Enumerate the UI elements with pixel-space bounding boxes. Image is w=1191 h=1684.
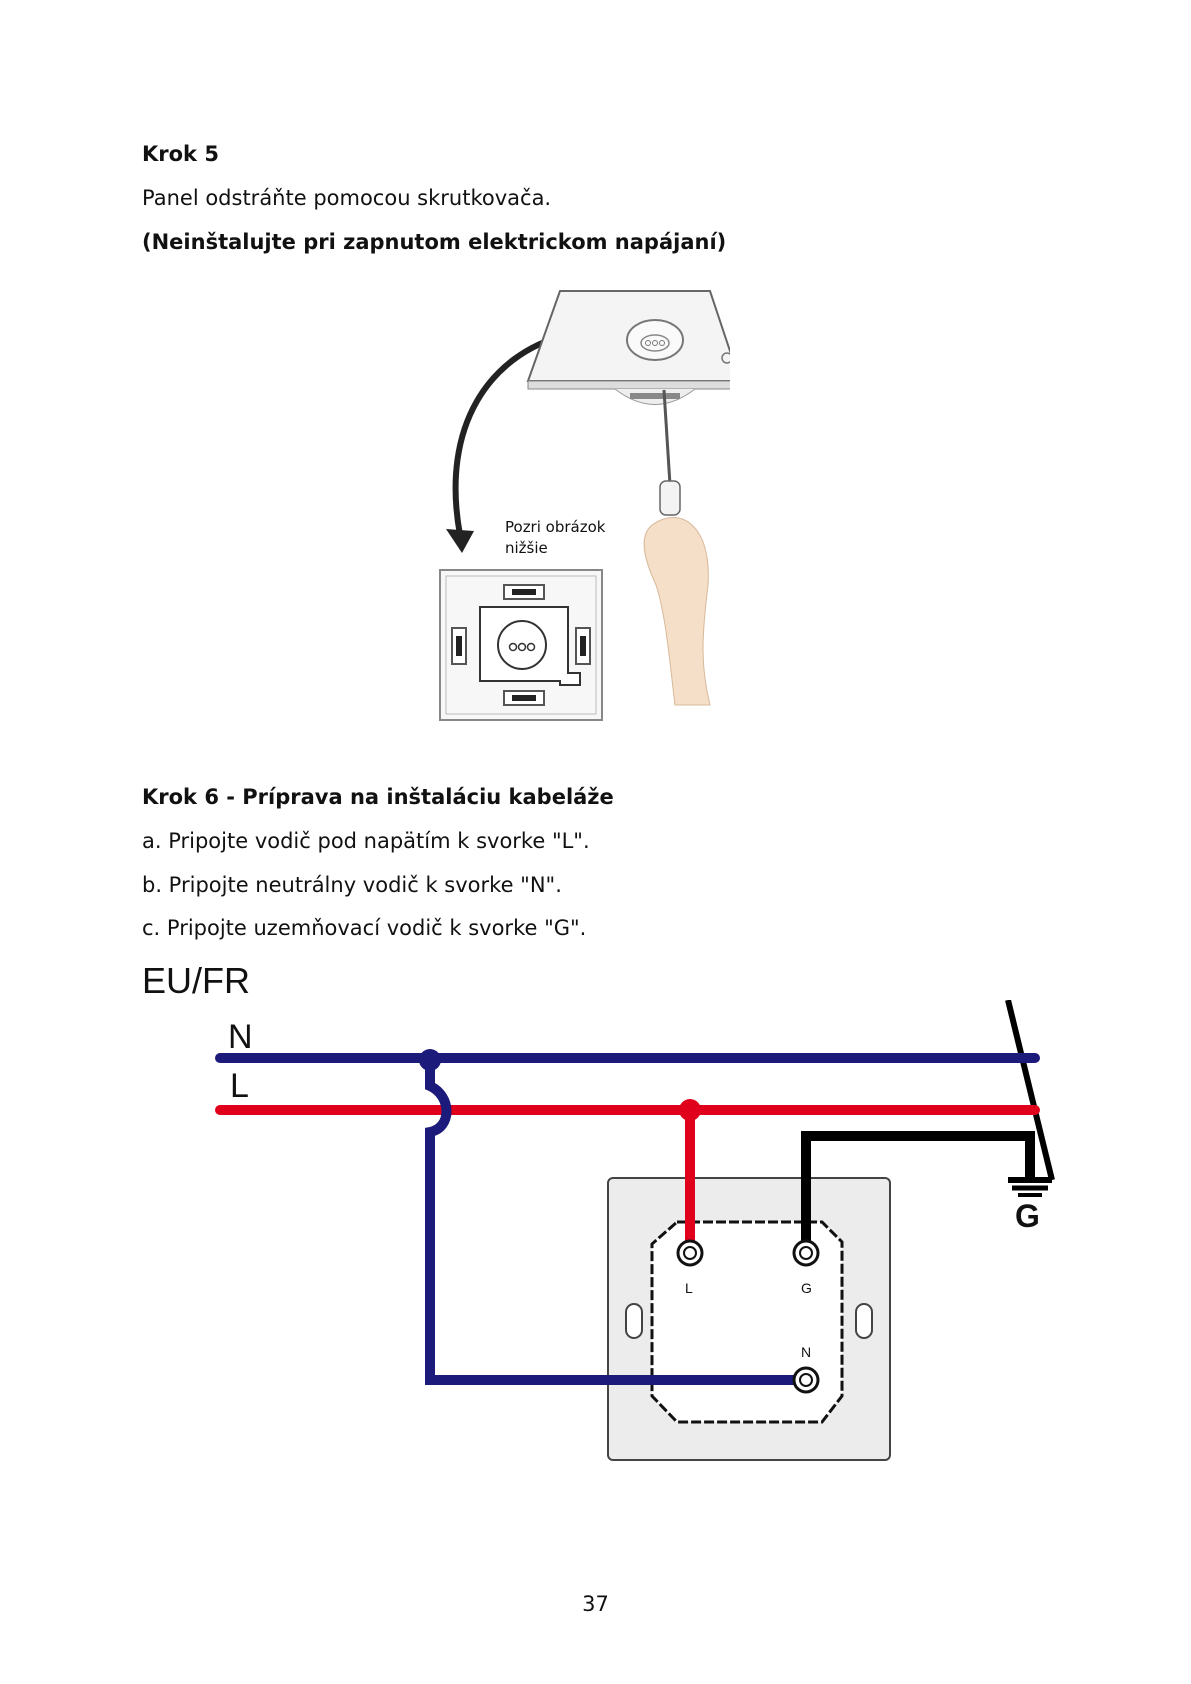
neutral-drop [425,1058,806,1385]
terminal-g-label: G [801,1280,812,1296]
terminal-block [650,1220,844,1424]
mount-slot-left [625,1303,643,1339]
see-below-note: Pozri obrázok nižšie [505,517,625,559]
step5-text: Panel odstráňte pomocou skrutkovača. [142,186,552,210]
step5-warning: (Neinštalujte pri zapnutom elektrickom n… [142,230,727,254]
label-n: N [228,1018,253,1056]
label-ground: G [1015,1198,1040,1234]
neutral-junction [419,1049,441,1071]
step6-item-b: b. Pripojte neutrálny vodič k svorke "N"… [142,873,562,897]
step5-title: Krok 5 [142,142,219,166]
arrow-head [446,529,474,553]
terminal-l-label: L [685,1280,693,1296]
screwdriver-hand [643,389,711,706]
switch-panel-perspective [526,290,730,405]
step6-item-c: c. Pripojte uzemňovací vodič k svorke "G… [142,916,587,940]
mounting-base [439,569,603,721]
note-line-2: nižšie [505,539,548,557]
step6-title: Krok 6 - Príprava na inštaláciu kabeláže [142,785,614,809]
page-number: 37 [582,1592,609,1616]
ground-wire [801,1131,1035,1253]
note-line-1: Pozri obrázok [505,518,606,536]
region-label: EU/FR [142,960,250,1001]
wiring-diagram: N L G L G N [215,1000,1055,1461]
live-junction [679,1099,701,1121]
terminal-n-label: N [801,1344,811,1360]
label-l: L [230,1067,249,1105]
mount-slot-right [855,1303,873,1339]
step6-item-a: a. Pripojte vodič pod napätím k svorke "… [142,829,590,853]
panel-removal-illustration [439,290,730,721]
curved-arrow [452,332,566,536]
